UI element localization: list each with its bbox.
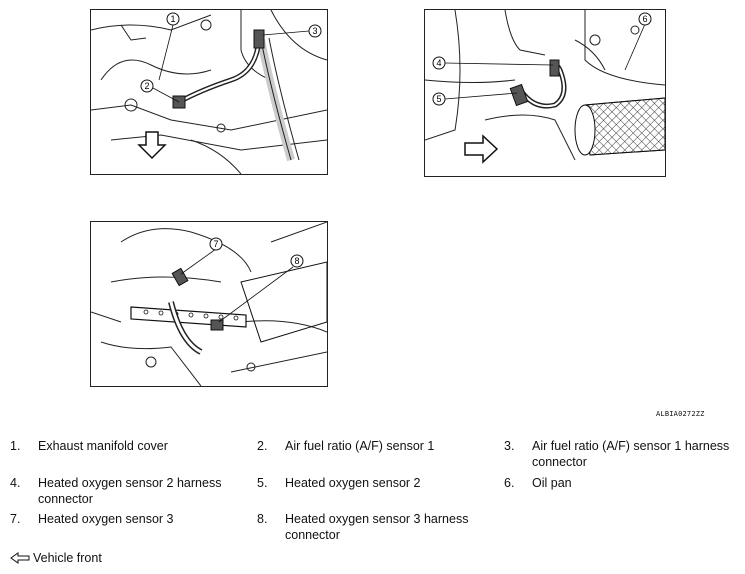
legend-item-2: 2. Air fuel ratio (A/F) sensor 1	[257, 438, 497, 470]
legend-num: 4.	[10, 476, 21, 490]
diagram-panel-1: 1 2 3	[90, 9, 328, 175]
legend-item-4: 4. Heated oxygen sensor 2 harness connec…	[10, 475, 250, 507]
legend-num: 8.	[257, 512, 268, 526]
legend-item-6: 6. Oil pan	[504, 475, 740, 507]
vehicle-front-arrow-icon	[10, 552, 30, 564]
figure-code: ALBIA0272ZZ	[656, 410, 705, 418]
legend-label: Heated oxygen sensor 2 harness connector	[38, 476, 222, 506]
legend-num: 3.	[504, 439, 515, 453]
legend-num: 7.	[10, 512, 21, 526]
legend-label: Heated oxygen sensor 3 harness connector	[285, 512, 469, 542]
legend-num: 6.	[504, 476, 515, 490]
callout-2: 2	[144, 81, 149, 91]
callout-6: 6	[642, 14, 647, 24]
legend-item-1: 1. Exhaust manifold cover	[10, 438, 250, 470]
legend-label: Oil pan	[532, 476, 572, 490]
legend-label: Heated oxygen sensor 3	[38, 512, 174, 526]
callout-1: 1	[170, 14, 175, 24]
legend-label: Air fuel ratio (A/F) sensor 1	[285, 439, 435, 453]
legend-label: Air fuel ratio (A/F) sensor 1 harness co…	[532, 439, 730, 469]
legend-item-8: 8. Heated oxygen sensor 3 harness connec…	[257, 511, 497, 543]
callout-5: 5	[436, 94, 441, 104]
legend-label: Heated oxygen sensor 2	[285, 476, 421, 490]
legend-num: 1.	[10, 439, 21, 453]
callout-4: 4	[436, 58, 441, 68]
vehicle-front-label: Vehicle front	[33, 551, 102, 565]
diagram-panel-2: 4 5 6	[424, 9, 666, 177]
legend-item-7: 7. Heated oxygen sensor 3	[10, 511, 250, 543]
vehicle-front-note: Vehicle front	[10, 551, 102, 565]
legend-item-5: 5. Heated oxygen sensor 2	[257, 475, 497, 507]
callout-7: 7	[213, 239, 218, 249]
legend-num: 5.	[257, 476, 268, 490]
diagram-panel-3: 7 8	[90, 221, 328, 387]
legend-num: 2.	[257, 439, 268, 453]
callout-3: 3	[312, 26, 317, 36]
legend-label: Exhaust manifold cover	[38, 439, 168, 453]
callout-8: 8	[294, 256, 299, 266]
legend-item-3: 3. Air fuel ratio (A/F) sensor 1 harness…	[504, 438, 740, 470]
